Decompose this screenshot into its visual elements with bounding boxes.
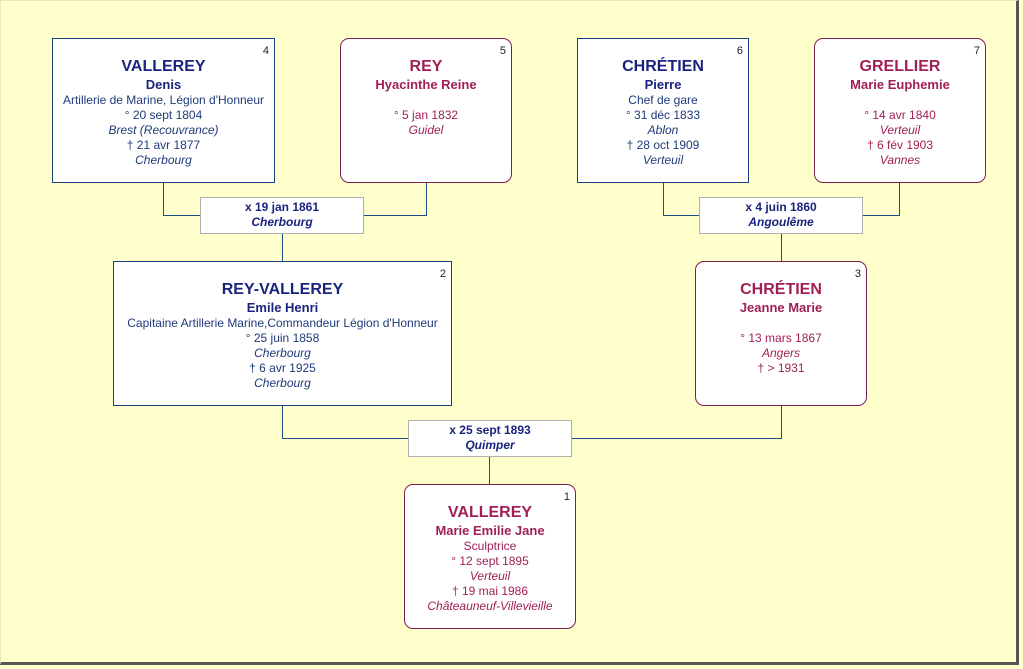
- sosa-number: 2: [439, 268, 446, 280]
- marriage-label: x 25 sept 1893 Quimper: [408, 420, 572, 457]
- marriage-date: x 25 sept 1893: [449, 423, 531, 437]
- marriage-place: Quimper: [465, 438, 515, 452]
- surname: VALLEREY: [447, 504, 533, 521]
- person-card-6[interactable]: 6 CHRÉTIEN Pierre Chef de gare ° 31 déc …: [577, 38, 749, 183]
- given-name: Denis: [145, 77, 182, 92]
- occupation: Artillerie de Marine, Légion d'Honneur: [62, 93, 265, 107]
- connector-line: [282, 405, 283, 439]
- person-card-3[interactable]: 3 CHRÉTIEN Jeanne Marie ° 13 mars 1867 A…: [695, 261, 867, 406]
- connector-line: [163, 182, 164, 216]
- surname: CHRÉTIEN: [622, 58, 704, 75]
- connector-line: [571, 438, 782, 439]
- birth-date: ° 13 mars 1867: [740, 331, 822, 345]
- marriage-date: x 19 jan 1861: [244, 200, 320, 214]
- person-card-1[interactable]: 1 VALLEREY Marie Emilie Jane Sculptrice …: [404, 484, 576, 629]
- connector-line: [426, 182, 427, 216]
- death-date: † 19 mai 1986: [451, 584, 529, 598]
- birth-date: ° 12 sept 1895: [451, 554, 529, 568]
- person-card-2[interactable]: 2 REY-VALLEREY Emile Henri Capitaine Art…: [113, 261, 452, 406]
- death-place: Cherbourg: [135, 153, 192, 167]
- given-name: Marie Euphemie: [850, 77, 950, 92]
- connector-line: [282, 438, 409, 439]
- death-place: Verteuil: [642, 153, 684, 167]
- death-place: Cherbourg: [254, 376, 311, 390]
- birth-place: Angers: [761, 346, 801, 360]
- death-date: † 6 fév 1903: [866, 138, 934, 152]
- given-name: Emile Henri: [246, 300, 319, 315]
- given-name: Marie Emilie Jane: [435, 523, 545, 538]
- given-name: Hyacinthe Reine: [375, 77, 477, 92]
- surname: REY-VALLEREY: [221, 281, 344, 298]
- connector-line: [781, 233, 782, 262]
- birth-place: Verteuil: [879, 123, 921, 137]
- sosa-number: 3: [854, 268, 861, 280]
- surname: CHRÉTIEN: [740, 281, 822, 298]
- connector-line: [899, 182, 900, 216]
- sosa-number: 7: [973, 45, 980, 57]
- connector-line: [282, 233, 283, 262]
- person-card-7[interactable]: 7 GRELLIER Marie Euphemie ° 14 avr 1840 …: [814, 38, 986, 183]
- connector-line: [489, 456, 490, 485]
- person-card-5[interactable]: 5 REY Hyacinthe Reine ° 5 jan 1832 Guide…: [340, 38, 512, 183]
- birth-place: Brest (Recouvrance): [108, 123, 219, 137]
- surname: VALLEREY: [121, 58, 206, 75]
- sosa-number: 1: [563, 491, 570, 503]
- connector-line: [663, 182, 664, 216]
- person-card-4[interactable]: 4 VALLEREY Denis Artillerie de Marine, L…: [52, 38, 275, 183]
- occupation: Capitaine Artillerie Marine,Commandeur L…: [127, 316, 438, 330]
- given-name: Jeanne Marie: [739, 300, 823, 315]
- birth-date: ° 14 avr 1840: [864, 108, 936, 122]
- sosa-number: 5: [499, 45, 506, 57]
- birth-date: ° 20 sept 1804: [124, 108, 203, 122]
- birth-place: Guidel: [408, 123, 444, 137]
- death-place: Vannes: [879, 153, 921, 167]
- birth-date: ° 31 déc 1833: [625, 108, 701, 122]
- surname: REY: [409, 58, 443, 75]
- birth-date: ° 5 jan 1832: [393, 108, 459, 122]
- sosa-number: 6: [736, 45, 743, 57]
- surname: GRELLIER: [859, 58, 941, 75]
- death-date: † 6 avr 1925: [249, 361, 316, 375]
- birth-date: ° 25 juin 1858: [245, 331, 320, 345]
- given-name: Pierre: [644, 77, 682, 92]
- death-place: Châteauneuf-Villevieille: [427, 599, 553, 613]
- death-date: † > 1931: [757, 361, 805, 375]
- marriage-place: Cherbourg: [251, 215, 313, 229]
- death-date: † 21 avr 1877: [126, 138, 201, 152]
- death-date: † 28 oct 1909: [626, 138, 700, 152]
- occupation: Sculptrice: [463, 539, 517, 553]
- marriage-place: Angoulême: [748, 215, 814, 229]
- birth-place: Cherbourg: [254, 346, 311, 360]
- occupation: Chef de gare: [628, 93, 698, 107]
- birth-place: Ablon: [647, 123, 679, 137]
- birth-place: Verteuil: [469, 569, 511, 583]
- connector-line: [781, 405, 782, 439]
- connector-line: [163, 215, 201, 216]
- marriage-label: x 4 juin 1860 Angoulême: [699, 197, 863, 234]
- sosa-number: 4: [262, 45, 269, 57]
- marriage-label: x 19 jan 1861 Cherbourg: [200, 197, 364, 234]
- connector-line: [363, 215, 427, 216]
- connector-line: [862, 215, 900, 216]
- connector-line: [663, 215, 700, 216]
- marriage-date: x 4 juin 1860: [745, 200, 817, 214]
